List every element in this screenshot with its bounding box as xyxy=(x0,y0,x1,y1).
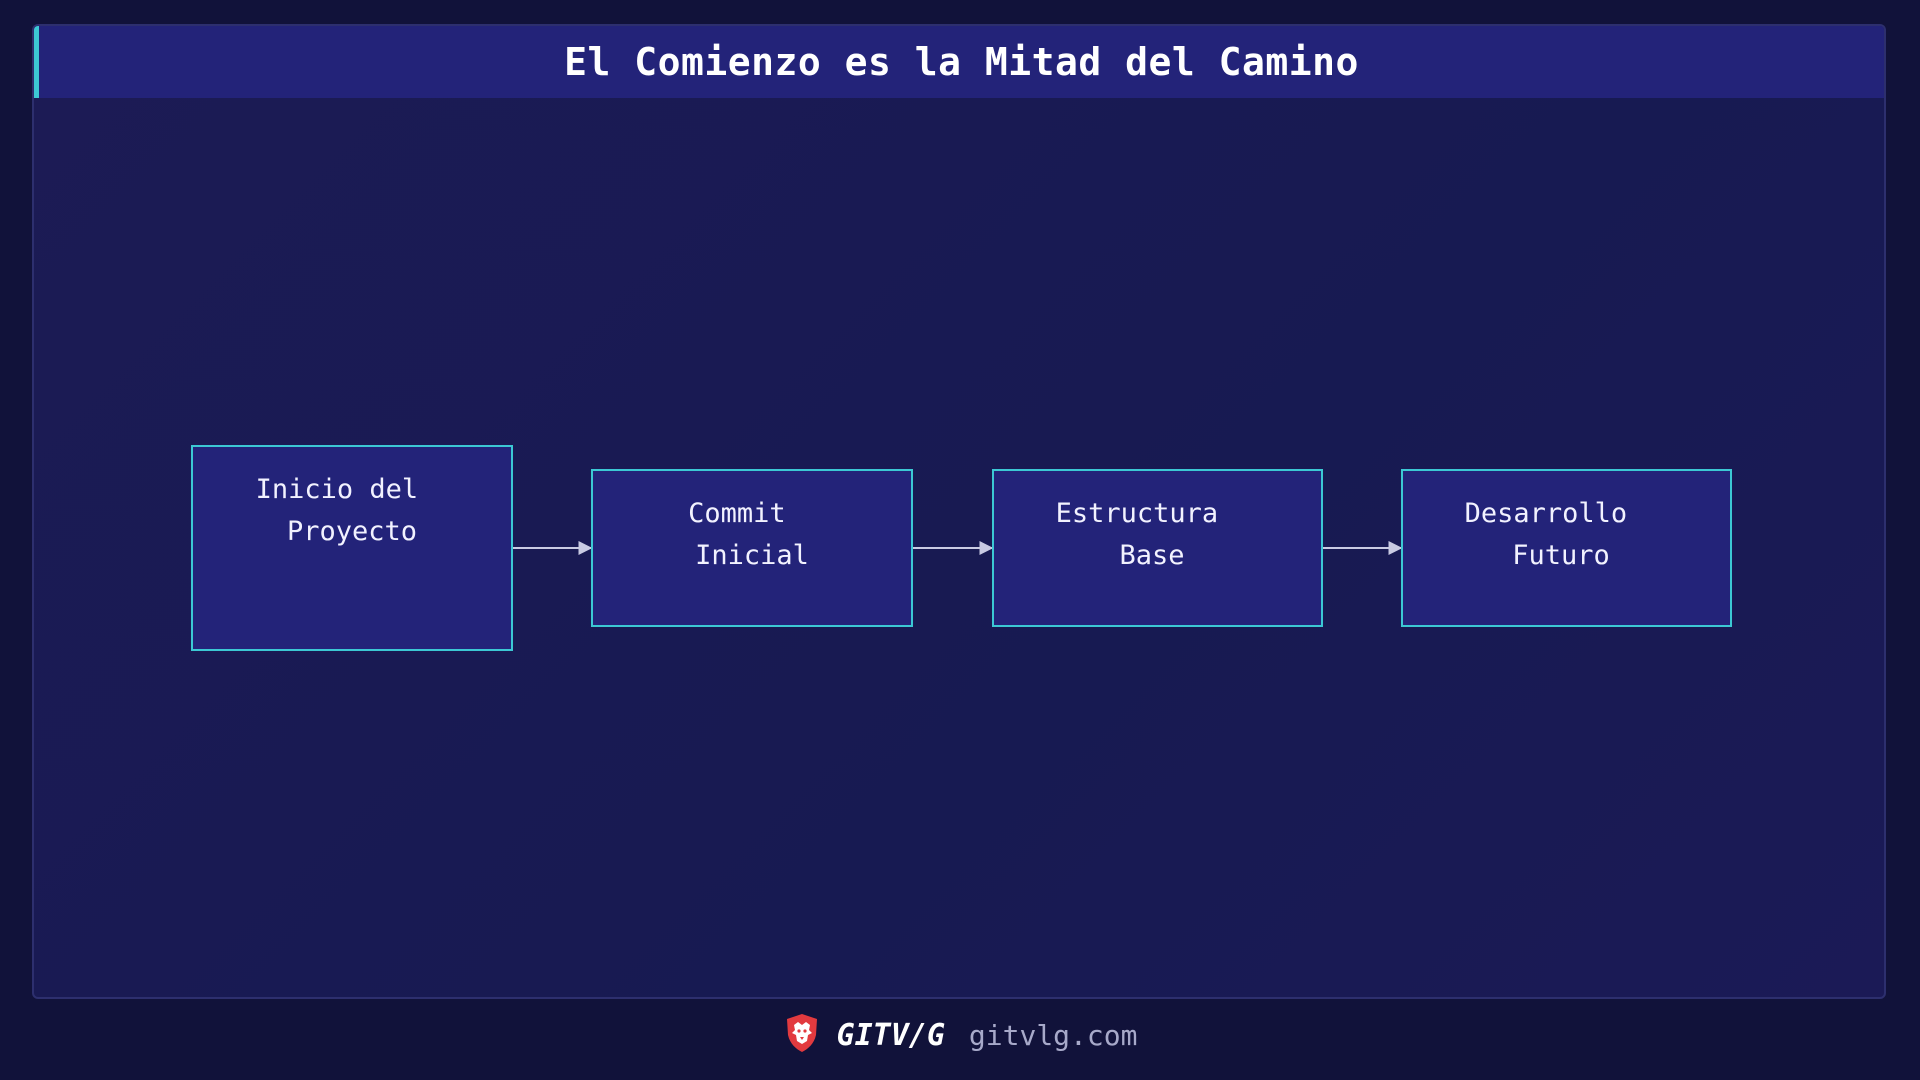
footer: GITV/G gitvlg.com xyxy=(0,1010,1920,1060)
node-commit-line-1: Commit xyxy=(688,498,786,529)
flow-diagram: Inicio del Proyecto Commit Inicial Estru… xyxy=(191,445,1732,651)
lion-shield-icon xyxy=(783,1013,821,1057)
node-estructura-line-1: Estructura xyxy=(1056,498,1219,529)
node-desarrollo-line-1: Desarrollo xyxy=(1465,498,1628,529)
site-url[interactable]: gitvlg.com xyxy=(968,1018,1138,1052)
node-estructura: Estructura Base xyxy=(992,469,1323,627)
node-estructura-line-2: Base xyxy=(1119,540,1184,571)
brand-name: GITV/G xyxy=(836,1017,945,1053)
node-inicio-line-2: Proyecto xyxy=(287,516,417,547)
node-inicio-line-1: Inicio del xyxy=(256,474,419,505)
node-commit-line-2: Inicial xyxy=(695,540,809,571)
svg-text:Desarrollo Futuro: Desarrollo Futuro xyxy=(1465,498,1644,571)
node-desarrollo-line-2: Futuro xyxy=(1512,540,1610,571)
svg-text:Estructura Base: Estructura Base xyxy=(1056,498,1235,571)
title-bar: El Comienzo es la Mitad del Camino xyxy=(34,26,1884,98)
node-inicio: Inicio del Proyecto xyxy=(191,445,513,651)
diagram-title: El Comienzo es la Mitad del Camino xyxy=(564,40,1359,84)
node-desarrollo: Desarrollo Futuro xyxy=(1401,469,1732,627)
node-commit: Commit Inicial xyxy=(591,469,913,627)
diagram-panel: El Comienzo es la Mitad del Camino Inici… xyxy=(32,24,1886,999)
svg-text:Inicio del Proyecto: Inicio del Proyecto xyxy=(256,474,435,547)
svg-text:Commit Inicial: Commit Inicial xyxy=(688,498,809,571)
